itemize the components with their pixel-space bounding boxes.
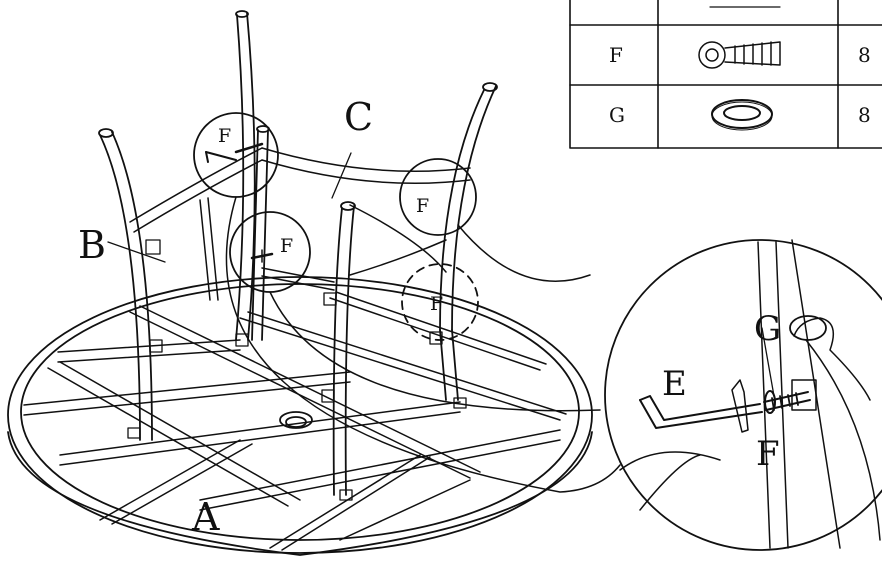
parts-table <box>569 0 882 149</box>
leg-back-left <box>235 10 256 341</box>
callout-circle-right <box>399 158 477 236</box>
label-c: C <box>344 95 373 139</box>
label-f-detail: F <box>756 434 780 474</box>
leg-rails <box>129 147 471 301</box>
washer-icon <box>764 390 776 414</box>
label-g-detail: G <box>754 309 781 349</box>
callout-circle-dashed <box>401 263 479 341</box>
label-b: B <box>78 223 106 267</box>
callout-circle-top-left <box>193 112 279 198</box>
hex-key-icon <box>639 395 763 429</box>
table-row-2-id: G <box>609 103 625 127</box>
leg-right <box>439 82 498 401</box>
callout-label-top-left: F <box>218 125 231 147</box>
table-bolt-icon <box>698 41 781 69</box>
table-washer-icon <box>711 99 773 131</box>
detail-connector-lines <box>225 196 621 493</box>
callout-label-mid-left: F <box>280 235 293 257</box>
leader-lines <box>107 152 775 397</box>
table-row-1-qty: 8 <box>858 43 871 67</box>
leg-left-b <box>98 128 153 441</box>
callout-label-dashed: F <box>430 293 443 315</box>
brackets <box>127 239 467 501</box>
table-top-ring <box>7 276 593 556</box>
detail-circle <box>604 239 882 551</box>
table-row-1-id: F <box>609 43 623 67</box>
umbrella-hole <box>279 411 313 429</box>
label-a: A <box>191 495 220 539</box>
bolt-icon <box>763 379 817 411</box>
label-e: E <box>662 364 687 404</box>
callout-label-right: F <box>416 195 429 217</box>
table-frame-bars <box>23 291 567 551</box>
leg-front-c <box>332 201 356 496</box>
table-row-2-qty: 8 <box>858 103 871 127</box>
